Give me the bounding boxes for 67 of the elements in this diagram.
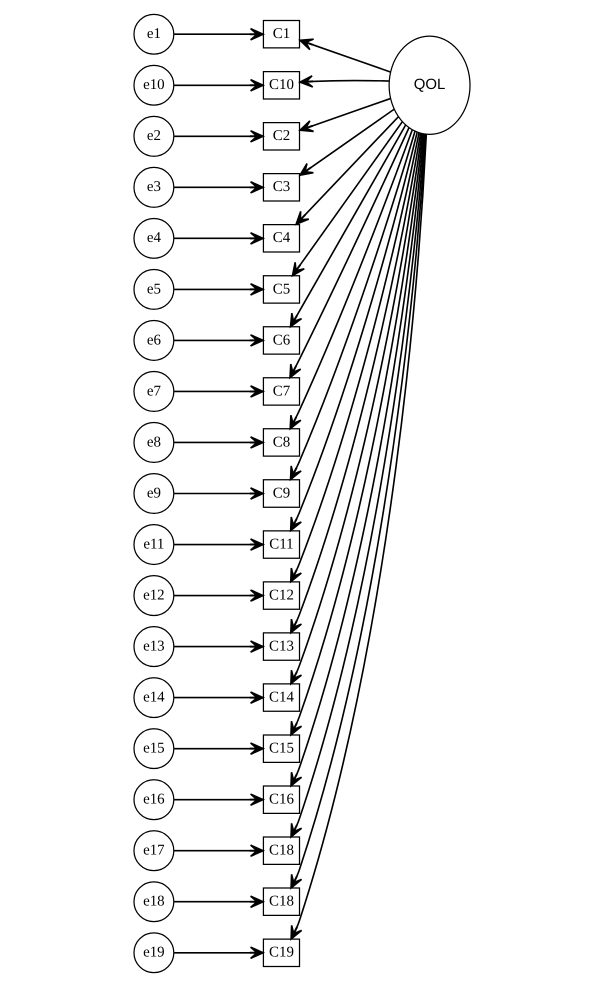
arrow xyxy=(174,487,264,500)
arrow xyxy=(299,98,391,132)
node-circle: e5 xyxy=(133,268,174,310)
node-box: C14 xyxy=(262,683,300,712)
node-box: C2 xyxy=(262,122,300,151)
node-circle: e17 xyxy=(133,830,174,872)
node-circle: e3 xyxy=(133,166,174,208)
node-box: C13 xyxy=(262,632,300,661)
arrow xyxy=(174,946,264,960)
arrow xyxy=(174,691,264,704)
node-box: C18 xyxy=(262,836,300,866)
arrow xyxy=(289,130,413,430)
node-box: C9 xyxy=(262,479,300,508)
arrow xyxy=(174,436,264,449)
arrow xyxy=(174,895,264,908)
node-box: C4 xyxy=(262,224,300,253)
node-circle: e11 xyxy=(133,524,174,566)
arrow xyxy=(289,127,410,378)
node-box: C7 xyxy=(262,377,300,406)
node-circle: e18 xyxy=(133,881,174,922)
node-circle: e8 xyxy=(133,422,174,463)
arrow xyxy=(174,28,264,41)
arrow xyxy=(174,742,264,756)
arrow xyxy=(174,232,264,245)
node-box: C18 xyxy=(262,887,300,916)
arrow xyxy=(295,116,399,226)
arrow xyxy=(299,38,391,73)
node-box: C10 xyxy=(262,70,300,100)
arrow xyxy=(290,124,406,328)
arrow xyxy=(299,75,390,88)
node-circle: e12 xyxy=(133,575,174,616)
node-box: C5 xyxy=(262,275,300,304)
arrow xyxy=(174,130,264,143)
arrow xyxy=(174,78,264,92)
arrow xyxy=(174,589,264,602)
node-box: C1 xyxy=(262,20,300,49)
node-box: C19 xyxy=(262,938,300,968)
arrow xyxy=(174,793,264,806)
node-box: C6 xyxy=(262,326,300,355)
node-ellipse: QOL xyxy=(388,35,471,136)
node-circle: e1 xyxy=(133,14,174,55)
node-box: C16 xyxy=(262,785,300,814)
arrow xyxy=(174,180,264,194)
node-circle: e2 xyxy=(133,116,174,157)
node-circle: e10 xyxy=(133,64,174,106)
node-box: C12 xyxy=(262,581,300,610)
node-circle: e13 xyxy=(133,626,174,668)
node-box: C11 xyxy=(262,530,300,559)
node-box: C3 xyxy=(262,173,300,202)
node-circle: e6 xyxy=(133,320,174,361)
arrow xyxy=(174,844,264,858)
node-circle: e14 xyxy=(133,677,174,718)
node-circle: e7 xyxy=(133,370,174,412)
arrow xyxy=(174,385,264,398)
node-box: C15 xyxy=(262,734,300,763)
arrow xyxy=(174,282,264,296)
node-box: C8 xyxy=(262,428,300,457)
arrow xyxy=(299,108,394,176)
node-circle: e4 xyxy=(133,218,174,259)
node-circle: e9 xyxy=(133,472,174,514)
node-circle: e16 xyxy=(133,779,174,820)
node-circle: e19 xyxy=(133,932,174,974)
node-circle: e15 xyxy=(133,728,174,770)
arrow xyxy=(174,538,264,551)
arrow xyxy=(174,640,264,653)
arrow xyxy=(174,334,264,347)
arrow xyxy=(292,121,403,276)
